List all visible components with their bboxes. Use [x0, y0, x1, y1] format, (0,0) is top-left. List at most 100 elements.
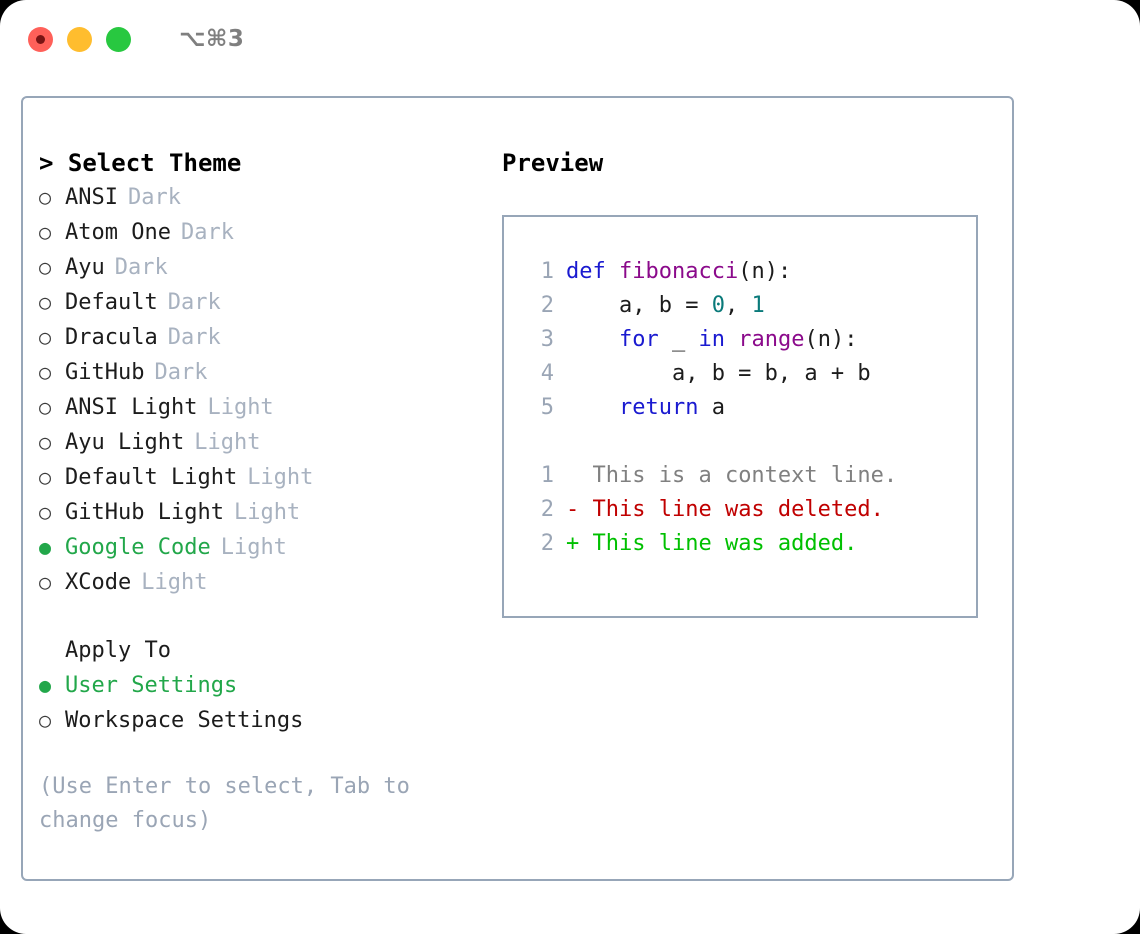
- theme-option-badge: Dark: [114, 255, 168, 280]
- code-line: 3 for _ in range(n):: [520, 323, 976, 357]
- code-token-fn: range: [738, 327, 805, 352]
- diff-line-text: This is a context line.: [579, 463, 898, 488]
- radio-unselected-icon: ○: [39, 325, 52, 349]
- apply-to-option-label: User Settings: [65, 673, 238, 698]
- minimize-button[interactable]: [67, 26, 92, 52]
- radio-unselected-icon: ○: [39, 220, 52, 244]
- theme-option[interactable]: ○ Atom One Dark: [39, 215, 479, 250]
- theme-option-badge: Dark: [167, 290, 221, 315]
- radio-unselected-icon: ○: [39, 465, 52, 489]
- theme-option-badge: Light: [141, 570, 208, 595]
- code-line-content: for _ in range(n):: [566, 323, 857, 357]
- theme-option-label: Dracula: [65, 325, 158, 350]
- theme-option[interactable]: ○ Ayu Dark: [39, 250, 479, 285]
- theme-option-label: Default: [65, 290, 158, 315]
- apply-to-option[interactable]: ○Workspace Settings: [39, 703, 479, 738]
- theme-option-label: ANSI: [65, 185, 118, 210]
- title-bar: ⌥⌘3: [0, 0, 1140, 78]
- code-token-txt: a, b =: [566, 293, 712, 318]
- radio-unselected-icon: ○: [39, 185, 52, 209]
- theme-option-label: Ayu: [65, 255, 105, 280]
- theme-option-badge: Light: [247, 465, 314, 490]
- preview-title: Preview: [502, 149, 604, 177]
- code-line-number: 4: [540, 361, 554, 386]
- code-token-fn: fibonacci: [618, 259, 739, 284]
- radio-unselected-icon: ○: [39, 500, 52, 524]
- diff-marker: +: [566, 531, 580, 556]
- apply-to-title: Apply To: [65, 638, 171, 663]
- code-token-num: 0: [711, 293, 725, 318]
- code-token-txt: ,: [724, 293, 752, 318]
- code-line-content: a, b = 0, 1: [566, 289, 765, 323]
- code-line-content: return a: [566, 391, 725, 425]
- code-line-number: 1: [540, 259, 554, 284]
- keyboard-shortcut-label: ⌥⌘3: [179, 26, 245, 52]
- code-token-kw: for: [566, 327, 672, 352]
- theme-option-badge: Light: [207, 395, 274, 420]
- radio-unselected-icon: ○: [39, 708, 52, 732]
- code-token-txt: a: [711, 395, 725, 420]
- diff-line-number: 1: [540, 463, 554, 488]
- theme-option[interactable]: ○ Dracula Dark: [39, 320, 479, 355]
- diff-line: 2- This line was deleted.: [520, 493, 976, 527]
- theme-option-badge: Dark: [180, 220, 234, 245]
- code-token-kw: in: [698, 327, 739, 352]
- theme-option-badge: Dark: [127, 185, 181, 210]
- theme-option-label: Atom One: [65, 220, 171, 245]
- theme-option[interactable]: ○ Default Dark: [39, 285, 479, 320]
- select-theme-title: > Select Theme: [39, 149, 242, 177]
- apply-to-section: Apply To ● User Settings ○Workspace Settin…: [39, 634, 479, 738]
- code-token-txt: _: [671, 327, 699, 352]
- theme-option[interactable]: ○ ANSI Dark: [39, 180, 479, 215]
- code-line-number: 5: [540, 395, 554, 420]
- radio-selected-icon: ●: [39, 535, 52, 559]
- code-token-txt: (n):: [738, 259, 792, 284]
- theme-option-badge: Light: [220, 535, 287, 560]
- theme-option-badge: Light: [233, 500, 301, 525]
- close-icon: [36, 34, 45, 44]
- diff-line-text: This line was deleted.: [579, 497, 884, 522]
- keyboard-hint-text: (Use Enter to select, Tab to change focu…: [39, 774, 410, 833]
- theme-option-badge: Light: [194, 430, 261, 455]
- theme-option-label: GitHub: [65, 360, 145, 385]
- code-line: 5 return a: [520, 391, 976, 425]
- close-button[interactable]: [28, 26, 53, 52]
- theme-option-badge: Dark: [167, 325, 221, 350]
- apply-to-option[interactable]: ● User Settings: [39, 668, 479, 703]
- radio-unselected-icon: ○: [39, 255, 52, 279]
- diff-line-text: This line was added.: [579, 531, 858, 556]
- theme-option-label: Google Code: [65, 535, 211, 560]
- theme-option-label: ANSI Light: [65, 395, 198, 420]
- zoom-button[interactable]: [106, 26, 131, 52]
- diff-line: 2 + This line was added.: [520, 527, 976, 561]
- code-spacer: [520, 425, 976, 459]
- diff-block: 1 This is a context line. 2- This line wa…: [520, 459, 976, 561]
- theme-option-label: Ayu Light: [65, 430, 185, 455]
- theme-option[interactable]: ○ Default Light Light: [39, 460, 479, 495]
- code-line: 2 a, b = 0, 1: [520, 289, 976, 323]
- radio-unselected-icon: ○: [39, 290, 52, 314]
- code-token-num: 1: [751, 293, 765, 318]
- diff-line-number: 2: [540, 531, 554, 556]
- code-token-kw: return: [566, 395, 712, 420]
- radio-selected-icon: ●: [39, 673, 52, 697]
- apply-to-list: ● User Settings ○Workspace Settings: [39, 668, 479, 738]
- theme-option-label: Default Light: [65, 465, 238, 490]
- traffic-lights: [28, 26, 131, 52]
- radio-unselected-icon: ○: [39, 360, 52, 384]
- code-line-number: 2: [540, 293, 554, 318]
- code-line-content: def fibonacci(n):: [566, 255, 791, 289]
- theme-option[interactable]: ● Google Code Light: [39, 530, 479, 565]
- code-token-txt: a, b = b, a + b: [566, 361, 871, 386]
